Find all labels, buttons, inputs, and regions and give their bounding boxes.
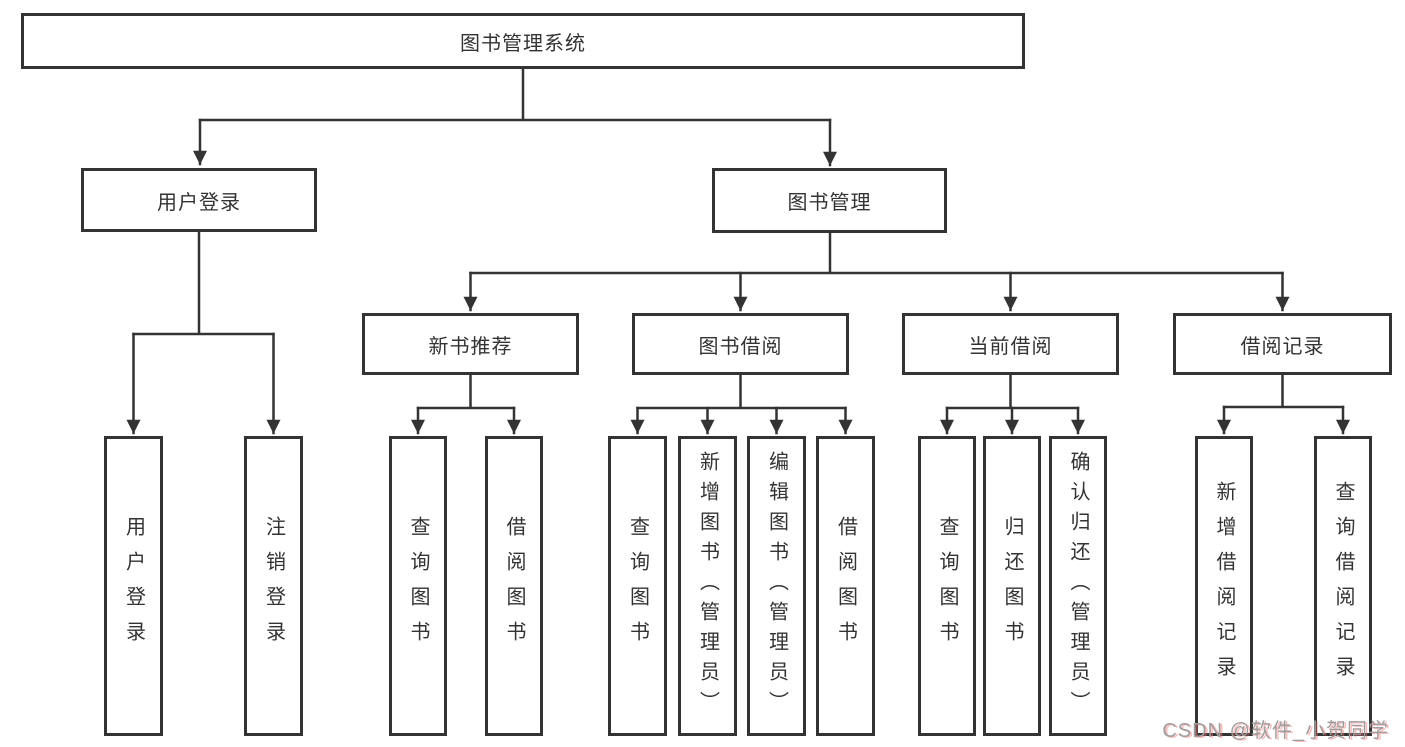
node-book-borrow: 图书借阅 <box>632 313 849 375</box>
leaf-confirm-return-admin: 确认归还（管理员） <box>1049 436 1107 736</box>
node-book-management: 图书管理 <box>712 168 947 233</box>
node-root: 图书管理系统 <box>21 13 1025 69</box>
leaf-edit-books-admin: 编辑图书（管理员） <box>747 436 806 736</box>
leaf-user-login: 用户登录 <box>104 436 163 736</box>
node-new-book-recommend: 新书推荐 <box>362 313 579 375</box>
leaf-borrow-books: 借阅图书 <box>816 436 875 736</box>
leaf-query-books-recommend: 查询图书 <box>389 436 447 736</box>
leaf-return-books: 归还图书 <box>983 436 1041 736</box>
node-borrow-records: 借阅记录 <box>1173 313 1392 375</box>
leaf-query-books-borrow: 查询图书 <box>608 436 667 736</box>
node-user-login: 用户登录 <box>81 168 317 232</box>
leaf-query-books-current: 查询图书 <box>918 436 976 736</box>
leaf-add-borrow-record: 新增借阅记录 <box>1195 436 1253 736</box>
leaf-borrow-books-recommend: 借阅图书 <box>485 436 543 736</box>
leaf-logout: 注销登录 <box>244 436 303 736</box>
leaf-add-books-admin: 新增图书（管理员） <box>678 436 737 736</box>
watermark: CSDN @软件_小贺同学 <box>1162 720 1389 742</box>
node-current-borrow: 当前借阅 <box>902 313 1119 375</box>
leaf-query-borrow-record: 查询借阅记录 <box>1314 436 1372 736</box>
